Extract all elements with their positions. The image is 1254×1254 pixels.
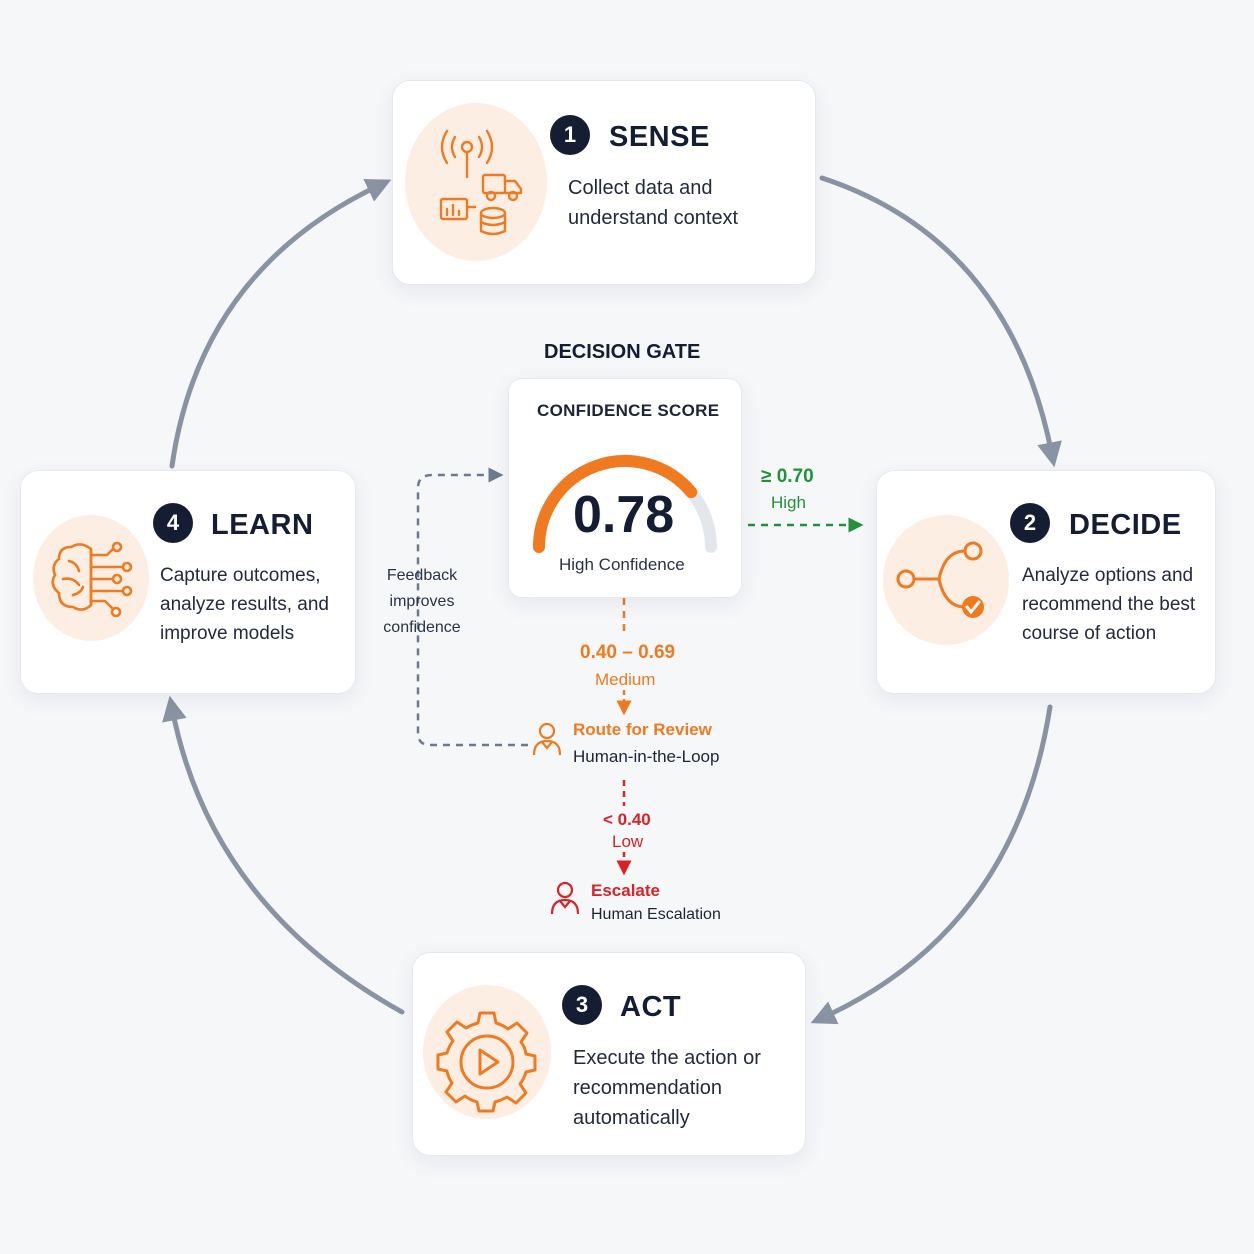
sensor-truck-database-icon [439, 129, 523, 236]
step-title: LEARN [211, 509, 314, 541]
confidence-score-label: CONFIDENCE SCORE [537, 401, 720, 420]
step-number-badge: 3 [562, 985, 602, 1025]
escalate-label: Escalate [591, 881, 660, 900]
confidence-gauge [533, 455, 717, 553]
step-description: Analyze options and recommend the best c… [1022, 565, 1196, 644]
low-threshold-label: Low [612, 832, 644, 851]
decision-gate-title: DECISION GATE [544, 341, 701, 363]
step-number-badge: 1 [550, 115, 590, 155]
gear-play-icon [436, 1011, 537, 1113]
high-threshold-range: ≥ 0.70 [761, 466, 814, 487]
step-number-badge: 4 [153, 503, 193, 543]
learn-icon-circle [33, 515, 149, 641]
learn-card[interactable]: 4 LEARN Capture outcomes, analyze result… [20, 470, 356, 694]
high-threshold-label: High [771, 493, 806, 512]
route-for-review-label: Route for Review [573, 720, 712, 739]
arrow-learn-to-sense [169, 179, 392, 469]
arrow-decide-to-act [810, 704, 1053, 1025]
step-description: Collect data and understand context [568, 177, 739, 229]
branch-check-icon [896, 541, 984, 618]
step-description: Capture outcomes, analyze results, and i… [160, 565, 329, 644]
act-icon-circle [423, 985, 551, 1119]
confidence-score-card: CONFIDENCE SCORE 0.78 High Confidence [508, 378, 742, 598]
brain-circuit-icon [51, 541, 133, 618]
human-escalation-label: Human Escalation [591, 906, 721, 923]
gauge-fill [533, 455, 698, 553]
step-title: SENSE [609, 121, 710, 153]
step-number-badge: 2 [1010, 503, 1050, 543]
sense-card[interactable]: 1 SENSE Collect data and understand cont… [392, 80, 816, 285]
human-in-the-loop-label: Human-in-the-Loop [573, 747, 720, 766]
decide-card[interactable]: 2 DECIDE Analyze options and recommend t… [876, 470, 1216, 694]
decide-icon-circle [883, 515, 1009, 645]
step-title: ACT [620, 991, 682, 1023]
sense-icon-circle [405, 103, 547, 261]
reviewer-person-icon [532, 722, 562, 756]
escalation-person-icon [550, 881, 580, 915]
confidence-score-caption: High Confidence [559, 555, 685, 574]
step-title: DECIDE [1069, 509, 1182, 541]
feedback-label: Feedback improves confidence [383, 567, 461, 636]
low-threshold-range: < 0.40 [603, 810, 651, 829]
confidence-score-value: 0.78 [573, 486, 675, 544]
medium-threshold-label: Medium [595, 670, 656, 689]
arrow-act-to-learn [162, 695, 405, 1015]
medium-threshold-range: 0.40 – 0.69 [580, 642, 676, 663]
step-description: Execute the action or recommendation aut… [573, 1047, 761, 1129]
arrow-sense-to-decide [819, 175, 1062, 468]
act-card[interactable]: 3 ACT Execute the action or recommendati… [412, 952, 806, 1156]
feedback-loop-arrow [416, 467, 528, 747]
